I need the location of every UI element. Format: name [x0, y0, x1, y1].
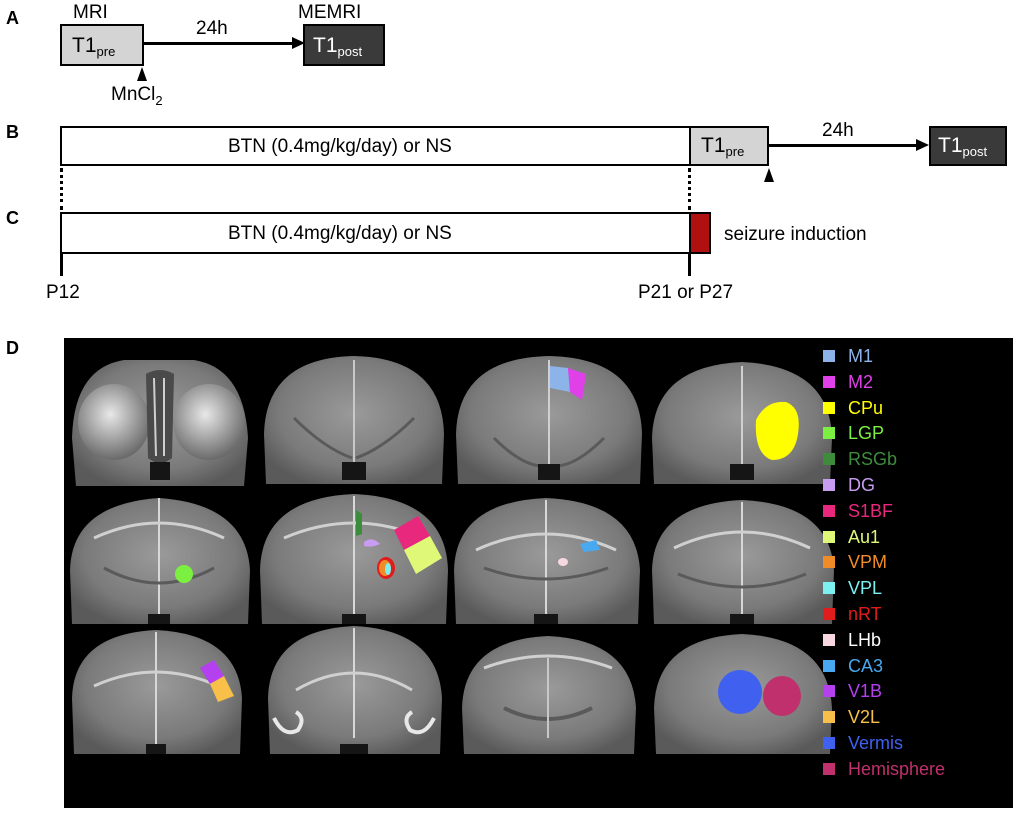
legend-swatch-vpm: [823, 556, 835, 569]
slice-r2-c3: [454, 498, 640, 624]
t1-text: T1: [313, 34, 338, 57]
legend-swatch-vpl: [823, 582, 835, 595]
legend-swatch-m1: [823, 350, 835, 362]
tick-p21: [688, 254, 691, 276]
t1-pre-box-b: T1pre: [689, 126, 769, 166]
panel-b-label: B: [6, 122, 19, 142]
panel-d-label: D: [6, 338, 19, 358]
injection-marker-b: [764, 168, 774, 182]
brain-image-panel: [64, 338, 1013, 808]
seizure-block: [689, 212, 711, 254]
treatment-text-c: BTN (0.4mg/kg/day) or NS: [228, 223, 452, 244]
slice-r1-c3: [456, 356, 642, 484]
legend-swatch-m2: [823, 375, 835, 388]
legend-swatch-rsgb: [823, 453, 835, 466]
slice-r3-c4: [654, 634, 832, 754]
legend-swatch-cpu: [823, 401, 835, 414]
brain-slices-svg: [70, 356, 834, 754]
legend-swatch-vermis: [823, 737, 835, 749]
post-subscript: post: [337, 44, 363, 59]
seizure-label: seizure induction: [724, 224, 867, 245]
legend-label-rsgb: RSGb: [848, 449, 898, 470]
t1-pre-box-a: T1pre: [60, 24, 144, 66]
slice-r2-c1: [70, 498, 250, 624]
treatment-bar-b: BTN (0.4mg/kg/day) or NS: [60, 126, 692, 166]
legend-swatch-lgp: [823, 427, 835, 440]
treatment-text-b: BTN (0.4mg/kg/day) or NS: [228, 136, 452, 157]
legend-label-s1bf: S1BF: [848, 500, 894, 521]
arrow-a-head: [292, 37, 305, 49]
legend-label-cpu: CPu: [848, 397, 884, 418]
slice-r3-c1: [72, 630, 242, 754]
legend-swatch-au1: [823, 530, 835, 543]
mri-label: MRI: [73, 2, 108, 23]
legend-swatch-dg: [823, 479, 835, 491]
t1-post-box-b: T1post: [929, 126, 1007, 166]
tick-p12: [60, 254, 63, 276]
legend-label-vermis: Vermis: [848, 733, 904, 753]
legend-swatch-lhb: [823, 633, 835, 646]
injection-marker-a: [137, 67, 147, 81]
pre-subscript: pre: [725, 144, 745, 159]
arrow-b-head: [916, 139, 929, 151]
legend-label-ca3: CA3: [848, 655, 884, 676]
legend-swatch-v1b: [823, 685, 835, 698]
legend-label-nrt: nRT: [848, 604, 882, 624]
legend-swatch-s1bf: [823, 504, 835, 517]
t1-text: T1: [938, 134, 963, 157]
panel-a-label: A: [6, 8, 19, 28]
legend-swatch-nrt: [823, 608, 835, 620]
legend-label-vpl: VPL: [848, 578, 883, 599]
slice-r2-c2: [260, 494, 448, 624]
post-subscript: post: [962, 144, 988, 159]
legend-label-lgp: LGP: [848, 423, 885, 444]
legend-label-m2: M2: [848, 371, 874, 392]
arrow-a-line: [144, 42, 294, 45]
start-age-label: P12: [46, 282, 80, 303]
legend-swatch-ca3: [823, 659, 835, 672]
slice-r1-c2: [264, 356, 444, 484]
slice-r1-c4: [652, 362, 832, 484]
slice-r1-c1: [72, 360, 248, 486]
legend-label-hemisphere: Hemisphere: [848, 758, 946, 779]
t1-post-box-a: T1post: [303, 24, 385, 66]
mncl2-label: MnCl2: [111, 84, 163, 108]
t1-text: T1: [72, 34, 97, 57]
dotted-connector-left: [60, 168, 63, 210]
interval-b: 24h: [822, 120, 854, 141]
legend-label-vpm: VPM: [848, 552, 888, 573]
legend-swatch-hemisphere: [823, 762, 835, 775]
memri-label: MEMRI: [298, 2, 362, 23]
slice-r2-c4: [652, 500, 834, 624]
end-age-label: P21 or P27: [638, 282, 734, 303]
arrow-b-line: [769, 144, 919, 147]
panel-c-label: C: [6, 208, 19, 228]
legend-swatch-v2l: [823, 711, 835, 724]
legend-label-v2l: V2L: [848, 707, 881, 728]
interval-a: 24h: [196, 18, 228, 39]
dotted-connector-right: [688, 168, 691, 210]
legend-label-v1b: V1B: [848, 681, 883, 702]
slice-r3-c3: [462, 636, 636, 754]
slice-r3-c2: [268, 626, 442, 754]
t1-text: T1: [701, 134, 726, 157]
pre-subscript: pre: [96, 44, 116, 59]
legend-label-m1: M1: [848, 346, 874, 366]
legend-label-dg: DG: [848, 475, 875, 495]
legend-label-lhb: LHb: [848, 629, 882, 650]
treatment-bar-c: BTN (0.4mg/kg/day) or NS: [60, 212, 692, 254]
legend-label-au1: Au1: [848, 526, 881, 547]
